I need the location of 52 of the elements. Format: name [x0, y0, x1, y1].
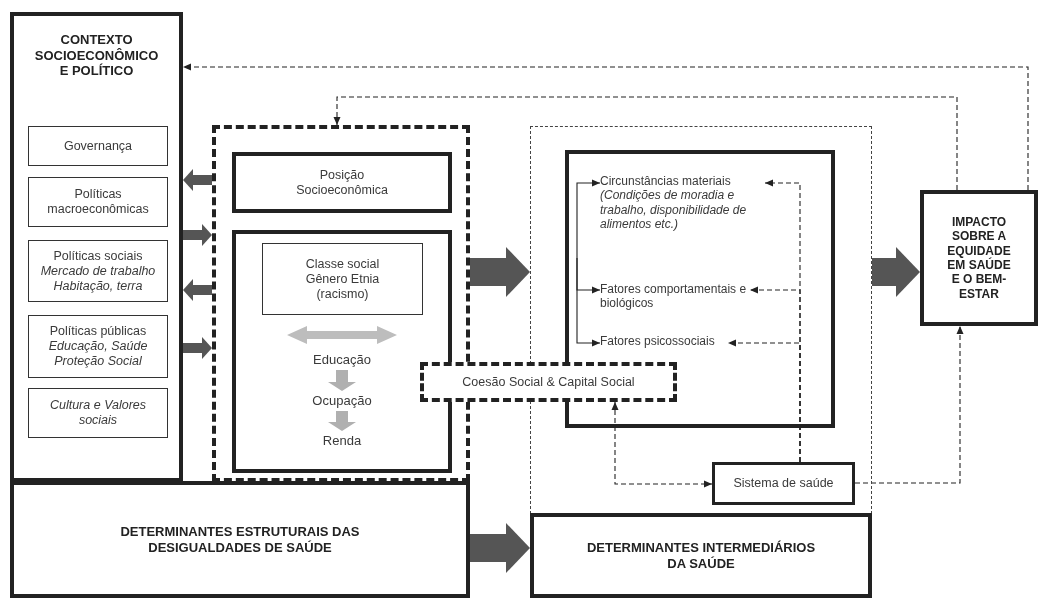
- connector-arrow: [854, 325, 964, 484]
- node-label: Políticas macroeconômicas: [46, 187, 150, 217]
- stratifier-label: Renda: [282, 431, 402, 451]
- node-label: DETERMINANTES ESTRUTURAIS DAS DESIGUALDADES DE SAÚDE: [119, 523, 361, 556]
- node-label: Fatores psicossociais: [600, 334, 715, 349]
- node-label: Classe social Gênero Etnia (racismo): [304, 256, 381, 302]
- node-label: Sistema de saúde: [733, 476, 834, 491]
- stratifier-inner-box: [262, 243, 423, 315]
- node-label: Políticas públicas: [49, 324, 147, 339]
- intermediary-panel: [530, 513, 872, 598]
- node-sublabel: (Condições de moradia e trabalho, disponibilidade de alimentos etc.): [600, 188, 748, 232]
- impact-box: [920, 190, 1038, 326]
- connector-arrow: [182, 63, 1029, 191]
- node-label: Fatores comportamentais e biológicos: [600, 282, 748, 311]
- cohesion-box: [420, 362, 677, 402]
- policy-box: [28, 177, 168, 227]
- block-arrow: [470, 247, 530, 297]
- block-arrow: [183, 169, 212, 191]
- policy-box: [28, 126, 168, 166]
- stratifier-label: Ocupação: [282, 391, 402, 411]
- node-label: IMPACTO SOBRE A EQUIDADE EM SAÚDE E O BEM-ESTAR: [946, 214, 1012, 302]
- block-arrow: [328, 370, 356, 391]
- connector-arrow: [727, 339, 801, 463]
- block-arrow: [183, 224, 212, 246]
- position-box: [232, 152, 452, 213]
- node-label: Coesão Social & Capital Social: [462, 374, 635, 390]
- context-panel: [10, 12, 183, 482]
- node-sublabel: Educação, Saúde Proteção Social: [47, 339, 149, 369]
- health-system-box: [712, 462, 855, 505]
- policy-box: [28, 315, 168, 378]
- node-label: DETERMINANTES INTERMEDIÁRIOS DA SAÚDE: [585, 539, 817, 572]
- block-arrow: [183, 337, 212, 359]
- node-label: CONTEXTO SOCIOECONÔMICO E POLÍTICO: [34, 32, 159, 79]
- stratifier-label: Educação: [282, 350, 402, 370]
- node-label: Políticas sociais: [53, 248, 143, 264]
- block-arrow: [470, 523, 530, 573]
- block-arrow: [183, 279, 212, 301]
- structural-panel: [10, 481, 470, 598]
- policy-box: [28, 388, 168, 438]
- connector-arrow: [611, 401, 713, 488]
- node-label: Posição Socioeconômica: [295, 167, 389, 198]
- node-sublabel: Mercado de trabalho Habitação, terra: [39, 263, 157, 294]
- node-label: Cultura e Valores sociais: [48, 398, 148, 428]
- policy-box: [28, 240, 168, 302]
- node-label: Governança: [63, 138, 133, 154]
- connector-arrow: [576, 179, 601, 259]
- block-arrow: [872, 247, 920, 297]
- block-arrow: [328, 411, 356, 431]
- node-label: Circunstâncias materiais: [600, 174, 731, 189]
- connector-arrow: [333, 96, 958, 191]
- connector-arrow: [576, 257, 601, 347]
- stratifier-box: [232, 230, 452, 473]
